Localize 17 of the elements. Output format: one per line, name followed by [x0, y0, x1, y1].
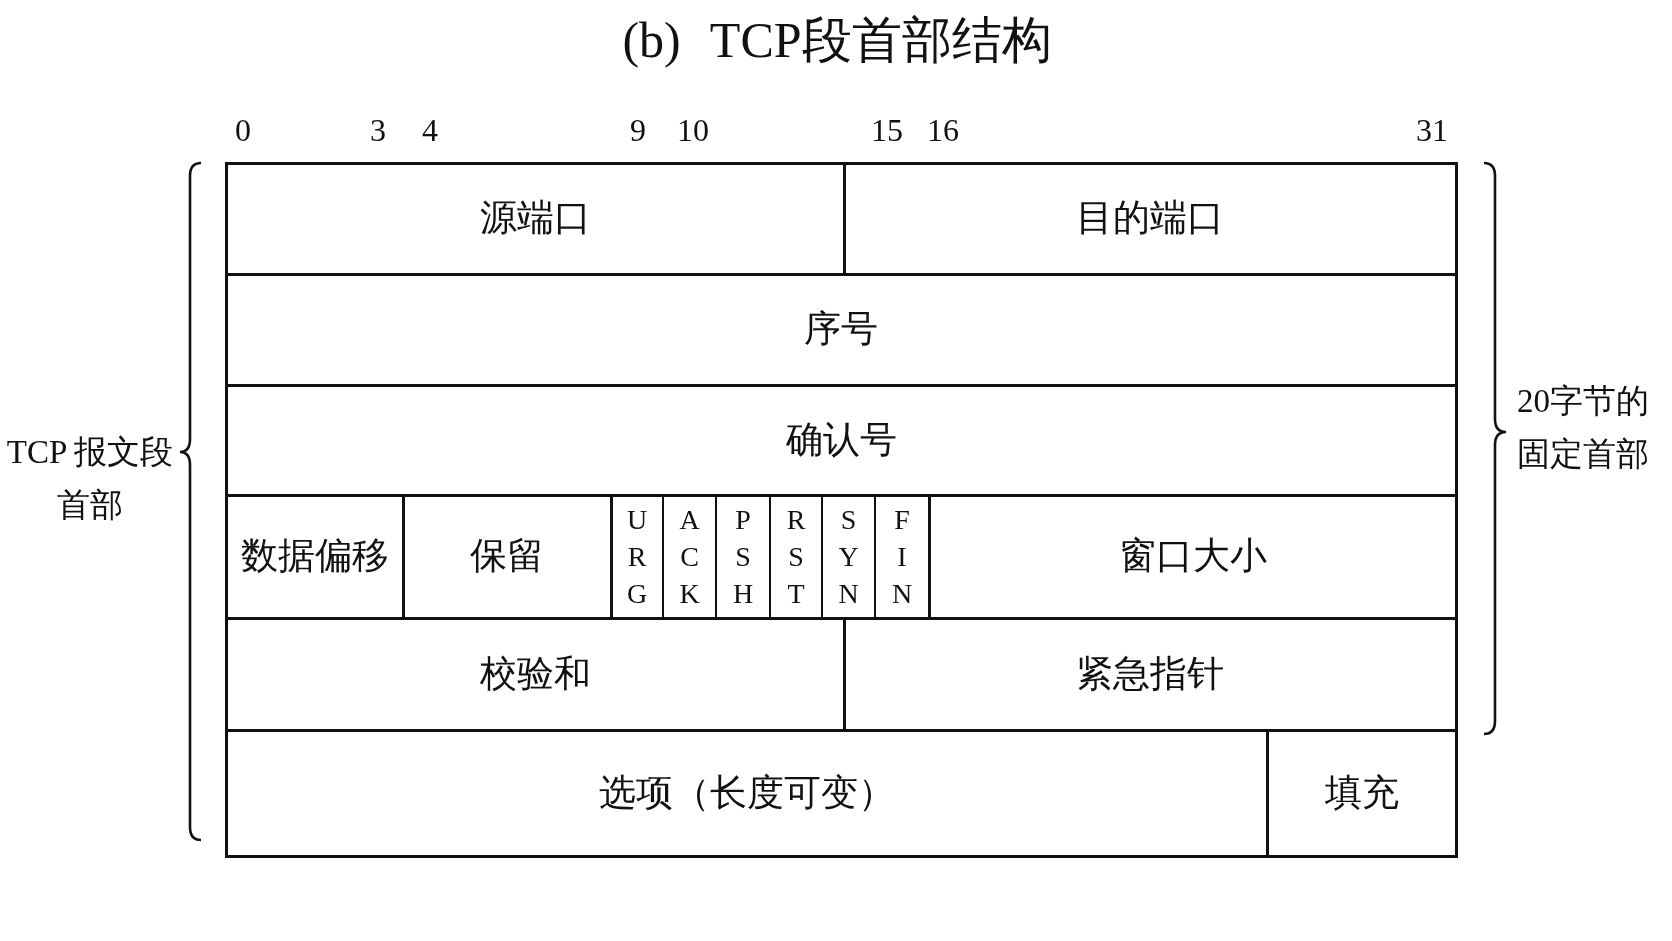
bit-position-number: 3 [370, 111, 386, 149]
bit-position-number: 0 [235, 111, 251, 149]
bit-position-number: 31 [1416, 111, 1448, 149]
diagram-title: (b) TCP段首部结构 [622, 11, 1052, 70]
header-field-cell: 源端口 [224, 161, 846, 276]
bit-position-number: 4 [422, 111, 438, 149]
bit-position-number: 16 [927, 111, 959, 149]
bit-position-number: 15 [871, 111, 903, 149]
flag-bit-cell: RST [769, 494, 823, 619]
flag-bit-cell: SYN [821, 494, 876, 619]
brace-label: TCP 报文段首部 [5, 433, 175, 525]
flag-bit-cell: ACK [662, 494, 717, 619]
flag-bit-cell: PSH [715, 494, 771, 619]
bit-position-number: 10 [677, 111, 709, 149]
brace-label: 20字节的固定首部 [1517, 382, 1650, 474]
bit-position-number: 9 [630, 111, 646, 149]
header-field-cell: 校验和 [224, 616, 846, 732]
